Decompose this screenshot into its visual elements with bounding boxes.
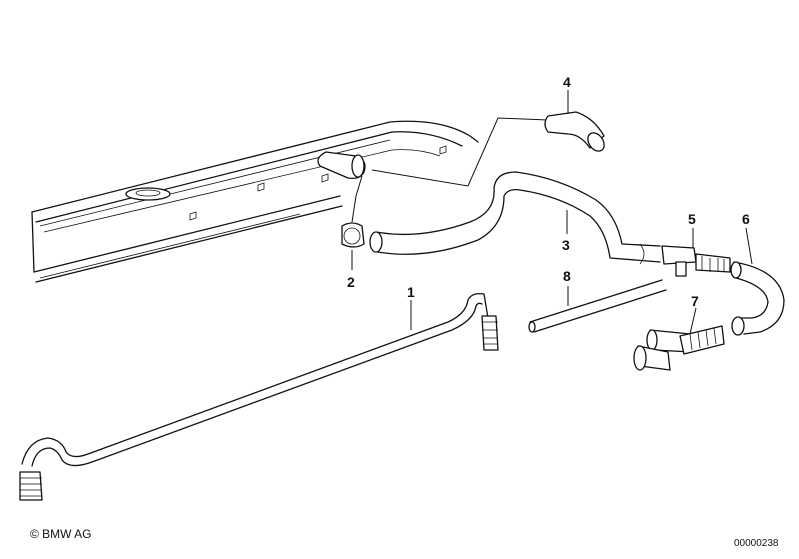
leader-4-bracket bbox=[371, 117, 549, 187]
diagram-id: 00000238 bbox=[734, 538, 779, 549]
part-label-5: 5 bbox=[688, 211, 696, 227]
part-3-vent-hose bbox=[369, 171, 661, 265]
leader-2-bracket bbox=[351, 175, 363, 223]
part-label-6: 6 bbox=[742, 211, 750, 227]
part-label-8: 8 bbox=[563, 268, 571, 284]
part-2-clamp bbox=[341, 222, 365, 270]
part-label-2: 2 bbox=[347, 274, 355, 290]
part-label-4: 4 bbox=[563, 74, 571, 90]
part-1-pipe bbox=[19, 292, 499, 501]
part-label-1: 1 bbox=[407, 284, 415, 300]
part-label-3: 3 bbox=[562, 237, 570, 253]
part-4-elbow-hose bbox=[544, 90, 605, 152]
part-5-connector bbox=[661, 228, 731, 277]
part-8-tube bbox=[528, 279, 667, 333]
cylinder-head-cover bbox=[31, 120, 479, 283]
copyright-notice: © BMW AG bbox=[30, 527, 92, 541]
part-label-7: 7 bbox=[691, 293, 699, 309]
part-7-valve bbox=[633, 307, 725, 371]
part-6-hose bbox=[730, 227, 785, 336]
